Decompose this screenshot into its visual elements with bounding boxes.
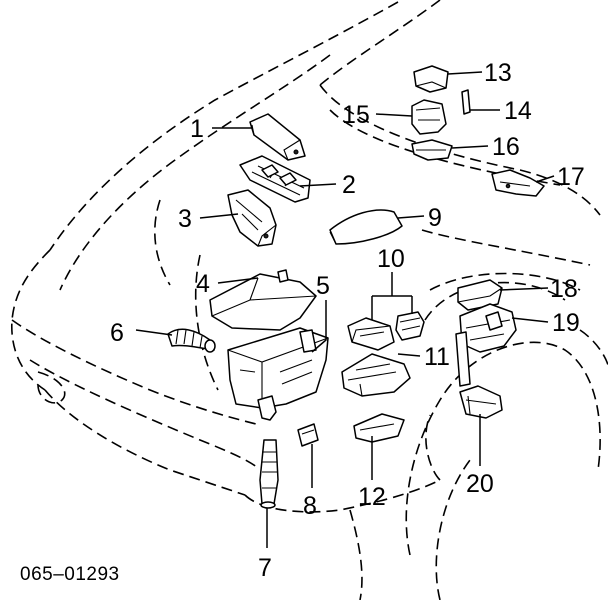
callout-8: 8: [303, 492, 317, 520]
callout-7: 7: [258, 554, 272, 582]
part-15-holder: [411, 99, 447, 135]
callout-16: 16: [492, 133, 520, 161]
part-11-fuse-block: [341, 353, 411, 397]
callout-17: 17: [557, 163, 585, 191]
leader-lines: [135, 71, 555, 548]
callout-18: 18: [550, 275, 578, 303]
callout-13: 13: [484, 59, 512, 87]
callout-4: 4: [196, 270, 210, 298]
part-8-clip: [297, 423, 319, 447]
part-5-junction-box-lower: [227, 327, 329, 421]
callout-2: 2: [342, 171, 356, 199]
part-4-junction-box-upper: [209, 269, 317, 331]
part-1-fuse-box-cover: [249, 113, 306, 161]
vehicle-outline: [11, 0, 608, 600]
callout-10: 10: [377, 245, 405, 273]
reference-code: 065–01293: [20, 564, 120, 585]
callout-3: 3: [178, 205, 192, 233]
part-17-bracket: [491, 169, 545, 197]
callout-20: 20: [466, 470, 494, 498]
part-20-lower-bracket: [459, 385, 503, 419]
part-12-tray: [353, 413, 405, 443]
part-7-pipe: [259, 439, 279, 509]
callout-labels: 1 2 3 4 5 6 7 8 9 10 11 12 13 14 15 16 1…: [110, 59, 585, 582]
callout-14: 14: [504, 97, 532, 125]
part-14-pin: [461, 89, 471, 115]
callout-6: 6: [110, 319, 124, 347]
callout-12: 12: [358, 483, 386, 511]
part-9-cover: [329, 209, 403, 245]
callout-9: 9: [428, 204, 442, 232]
callout-11: 11: [424, 343, 450, 371]
part-3-bracket: [227, 189, 277, 247]
part-16-base-clip: [411, 139, 453, 161]
callout-15: 15: [342, 101, 370, 129]
part-19-bracket-assembly: [455, 303, 517, 387]
part-13-cap: [413, 65, 449, 93]
callout-5: 5: [316, 272, 330, 300]
part-10-relays: [347, 311, 425, 351]
part-6-hose: [167, 328, 216, 353]
callout-1: 1: [190, 115, 204, 143]
part-18-box: [457, 279, 503, 311]
part-2-relay-block: [239, 155, 311, 203]
callout-19: 19: [552, 309, 580, 337]
